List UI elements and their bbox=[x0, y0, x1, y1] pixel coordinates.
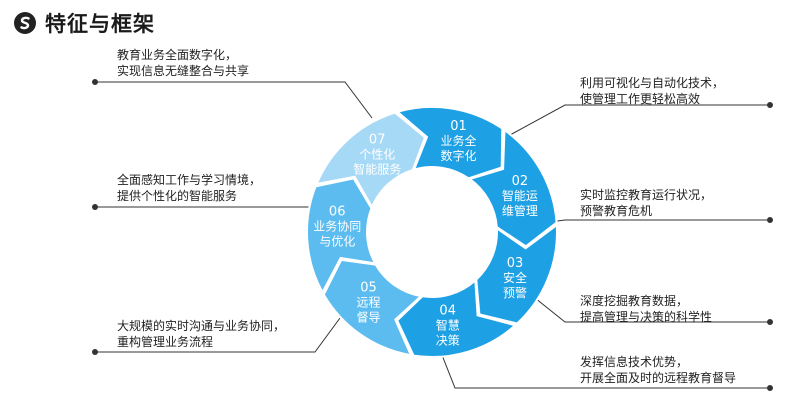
page-title: 特征与框架 bbox=[45, 12, 155, 36]
segment-05-label: 远程 bbox=[356, 295, 380, 310]
description-05: 发挥信息技术优势， 开展全面及时的远程教育督导 bbox=[580, 354, 736, 386]
description-03: 实时监控教育运行状况， 预警教育危机 bbox=[580, 187, 712, 219]
segment-01-number: 01 bbox=[450, 119, 467, 134]
description-05-line-1: 发挥信息技术优势， bbox=[580, 355, 689, 369]
segment-03-number: 03 bbox=[507, 256, 524, 271]
header: 特征与框架 bbox=[14, 8, 155, 38]
segment-07-label: 智能服务 bbox=[353, 161, 401, 176]
description-03-line-1: 实时监控教育运行状况， bbox=[580, 188, 713, 202]
leader-line-01 bbox=[95, 81, 373, 119]
segment-02-number: 02 bbox=[512, 174, 529, 189]
description-02-line-2: 使管理工作更轻松高效 bbox=[580, 92, 701, 106]
segment-03 bbox=[475, 223, 558, 325]
segment-04-label: 决策 bbox=[436, 334, 460, 348]
segment-05-number: 05 bbox=[360, 281, 377, 296]
segment-07-number: 07 bbox=[369, 132, 386, 147]
leader-dot-06 bbox=[92, 349, 98, 355]
leader-line-03 bbox=[549, 219, 770, 223]
segment-04-number: 04 bbox=[439, 304, 456, 319]
description-06-line-1: 大规模的实时沟通与业务协同， bbox=[117, 319, 286, 333]
leader-dot-07 bbox=[92, 204, 98, 210]
segment-07-label: 个性化 bbox=[359, 147, 395, 161]
leader-dot-03 bbox=[767, 217, 773, 223]
segment-05-label: 督导 bbox=[356, 310, 380, 325]
leader-dot-04 bbox=[767, 319, 773, 325]
segment-03-label: 预警 bbox=[503, 285, 527, 300]
segment-02-label: 维管理 bbox=[502, 203, 538, 218]
description-01-line-2: 实现信息无缝整合与共享 bbox=[117, 64, 250, 78]
leader-line-02 bbox=[509, 104, 770, 136]
leader-line-04 bbox=[524, 289, 770, 323]
segment-02 bbox=[467, 128, 558, 248]
description-05-line-2: 开展全面及时的远程教育督导 bbox=[580, 371, 737, 385]
segment-04 bbox=[395, 278, 518, 358]
segment-03-label: 安全 bbox=[503, 270, 527, 285]
leader-dot-02 bbox=[767, 102, 773, 108]
segment-05 bbox=[322, 258, 424, 357]
description-01-line-1: 教育业务全面数字化， bbox=[117, 48, 238, 62]
segment-01-label: 数字化 bbox=[440, 148, 476, 163]
segment-01-label: 业务全 bbox=[440, 133, 476, 148]
description-06: 大规模的实时沟通与业务协同， 重构管理业务流程 bbox=[117, 318, 285, 350]
description-04-line-1: 深度挖掘教育数据， bbox=[580, 294, 689, 308]
segment-04-label: 智慧 bbox=[436, 318, 460, 333]
description-01: 教育业务全面数字化， 实现信息无缝整合与共享 bbox=[117, 47, 249, 79]
description-06-line-2: 重构管理业务流程 bbox=[117, 335, 214, 349]
segment-02-label: 智能运 bbox=[502, 188, 538, 203]
segment-06 bbox=[305, 177, 377, 295]
segment-07 bbox=[314, 111, 427, 210]
description-02-line-1: 利用可视化与自动化技术， bbox=[580, 76, 725, 90]
description-02: 利用可视化与自动化技术， 使管理工作更轻松高效 bbox=[580, 75, 724, 107]
description-04: 深度挖掘教育数据， 提高管理与决策的科学性 bbox=[580, 293, 712, 325]
leader-lines bbox=[92, 79, 773, 391]
leader-line-06 bbox=[95, 317, 341, 353]
segment-06-label: 与优化 bbox=[319, 234, 355, 248]
leader-dot-01 bbox=[92, 79, 98, 85]
description-03-line-2: 预警教育危机 bbox=[580, 204, 653, 218]
s-logo-icon bbox=[14, 12, 36, 34]
description-04-line-2: 提高管理与决策的科学性 bbox=[580, 310, 713, 324]
leader-dot-05 bbox=[767, 385, 773, 391]
leader-line-05 bbox=[439, 349, 770, 389]
segment-06-label: 业务协同 bbox=[313, 218, 361, 233]
segment-06-number: 06 bbox=[329, 204, 346, 219]
segment-01 bbox=[395, 105, 504, 180]
description-07: 全面感知工作与学习情境， 提供个性化的智能服务 bbox=[117, 172, 261, 204]
description-07-line-1: 全面感知工作与学习情境， bbox=[117, 173, 262, 187]
description-07-line-2: 提供个性化的智能服务 bbox=[117, 189, 238, 203]
feature-ring bbox=[305, 105, 558, 358]
